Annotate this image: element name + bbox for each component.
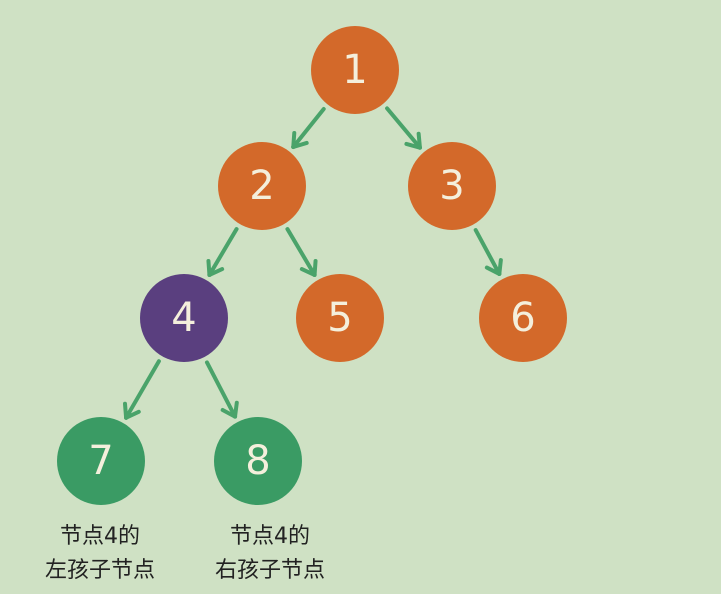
node-circle: [311, 26, 399, 114]
edge-arrow-2-5: [285, 227, 318, 277]
left-child-caption-line1: 节点4的: [60, 524, 140, 549]
node-circle: [218, 142, 306, 230]
node-circle: [214, 417, 302, 505]
node-circle: [296, 274, 384, 362]
edge-arrow-4-8: [204, 360, 239, 419]
node-label: 5: [327, 295, 352, 341]
edge-arrow-1-2: [291, 107, 326, 149]
tree-node-2: 2: [218, 142, 306, 230]
node-circle: [408, 142, 496, 230]
node-circle: [479, 274, 567, 362]
node-circle: [57, 417, 145, 505]
edges-layer: [123, 106, 503, 420]
tree-node-8: 8: [214, 417, 302, 505]
right-child-caption-line2: 右孩子节点: [214, 558, 325, 583]
edge-arrow-3-6: [473, 228, 503, 276]
node-circle: [140, 274, 228, 362]
tree-node-7: 7: [57, 417, 145, 505]
node-label: 7: [88, 438, 113, 484]
right-child-caption-line1: 节点4的: [230, 524, 310, 549]
node-label: 2: [249, 163, 274, 209]
tree-node-3: 3: [408, 142, 496, 230]
tree-node-5: 5: [296, 274, 384, 362]
nodes-layer: 1 2 3 4 5 6 7 8: [57, 26, 567, 505]
left-child-caption-line2: 左孩子节点: [44, 558, 155, 583]
node-label: 6: [510, 295, 535, 341]
node-label: 3: [439, 163, 464, 209]
tree-node-6: 6: [479, 274, 567, 362]
right-child-caption: 节点4的 右孩子节点: [190, 520, 350, 588]
left-child-caption: 节点4的 左孩子节点: [20, 520, 180, 588]
node-label: 4: [171, 295, 196, 341]
node-label: 8: [245, 438, 270, 484]
node-label: 1: [342, 47, 367, 93]
tree-node-4: 4: [140, 274, 228, 362]
edge-arrow-2-4: [206, 227, 239, 277]
tree-node-1: 1: [311, 26, 399, 114]
edge-arrow-1-3: [385, 106, 422, 150]
edge-arrow-4-7: [123, 359, 161, 420]
